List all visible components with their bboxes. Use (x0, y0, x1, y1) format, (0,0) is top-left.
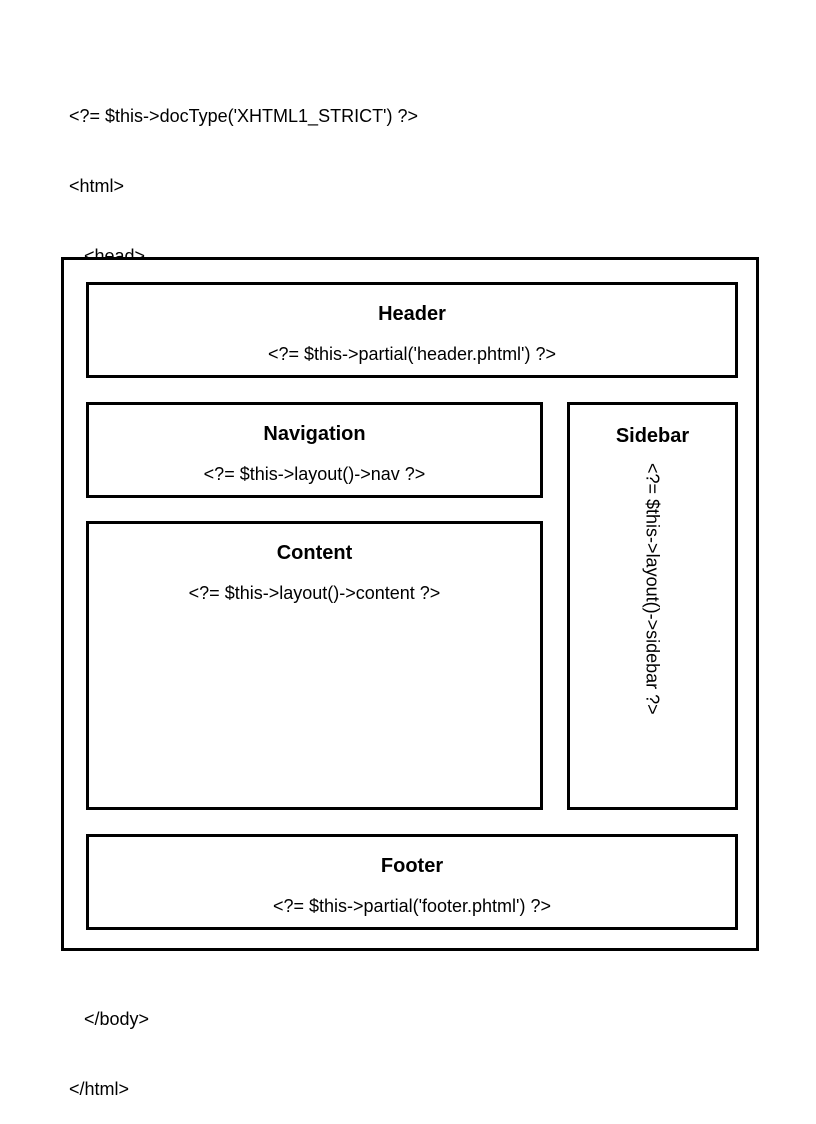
region-sidebar-title: Sidebar (615, 425, 690, 447)
code-line: <?= $this->docType('XHTML1_STRICT') ?> (69, 106, 419, 127)
region-content: Content <?= $this->layout()->content ?> (86, 521, 543, 810)
region-navigation-title: Navigation (263, 423, 366, 445)
region-navigation-code: <?= $this->layout()->nav ?> (203, 464, 426, 484)
region-sidebar: Sidebar <?= $this->layout()->sidebar ?> (567, 402, 738, 810)
region-footer-title: Footer (380, 855, 444, 877)
code-line: </body> (69, 1009, 150, 1030)
region-content-code: <?= $this->layout()->content ?> (188, 583, 441, 603)
region-sidebar-code-wrap: <?= $this->layout()->sidebar ?> (570, 463, 735, 803)
region-navigation: Navigation <?= $this->layout()->nav ?> (86, 402, 543, 498)
code-line: <html> (69, 176, 125, 197)
region-sidebar-code: <?= $this->layout()->sidebar ?> (642, 463, 663, 715)
code-block-bottom: </body> </html> (69, 962, 149, 1124)
region-footer-code: <?= $this->partial('footer.phtml') ?> (272, 896, 552, 916)
region-header-code: <?= $this->partial('header.phtml') ?> (267, 344, 557, 364)
region-content-title: Content (276, 542, 353, 564)
code-line: </html> (69, 1079, 130, 1100)
layout-frame: Header <?= $this->partial('header.phtml'… (61, 257, 759, 951)
region-header-title: Header (378, 303, 446, 325)
region-header: Header <?= $this->partial('header.phtml'… (86, 282, 738, 378)
region-footer: Footer <?= $this->partial('footer.phtml'… (86, 834, 738, 930)
